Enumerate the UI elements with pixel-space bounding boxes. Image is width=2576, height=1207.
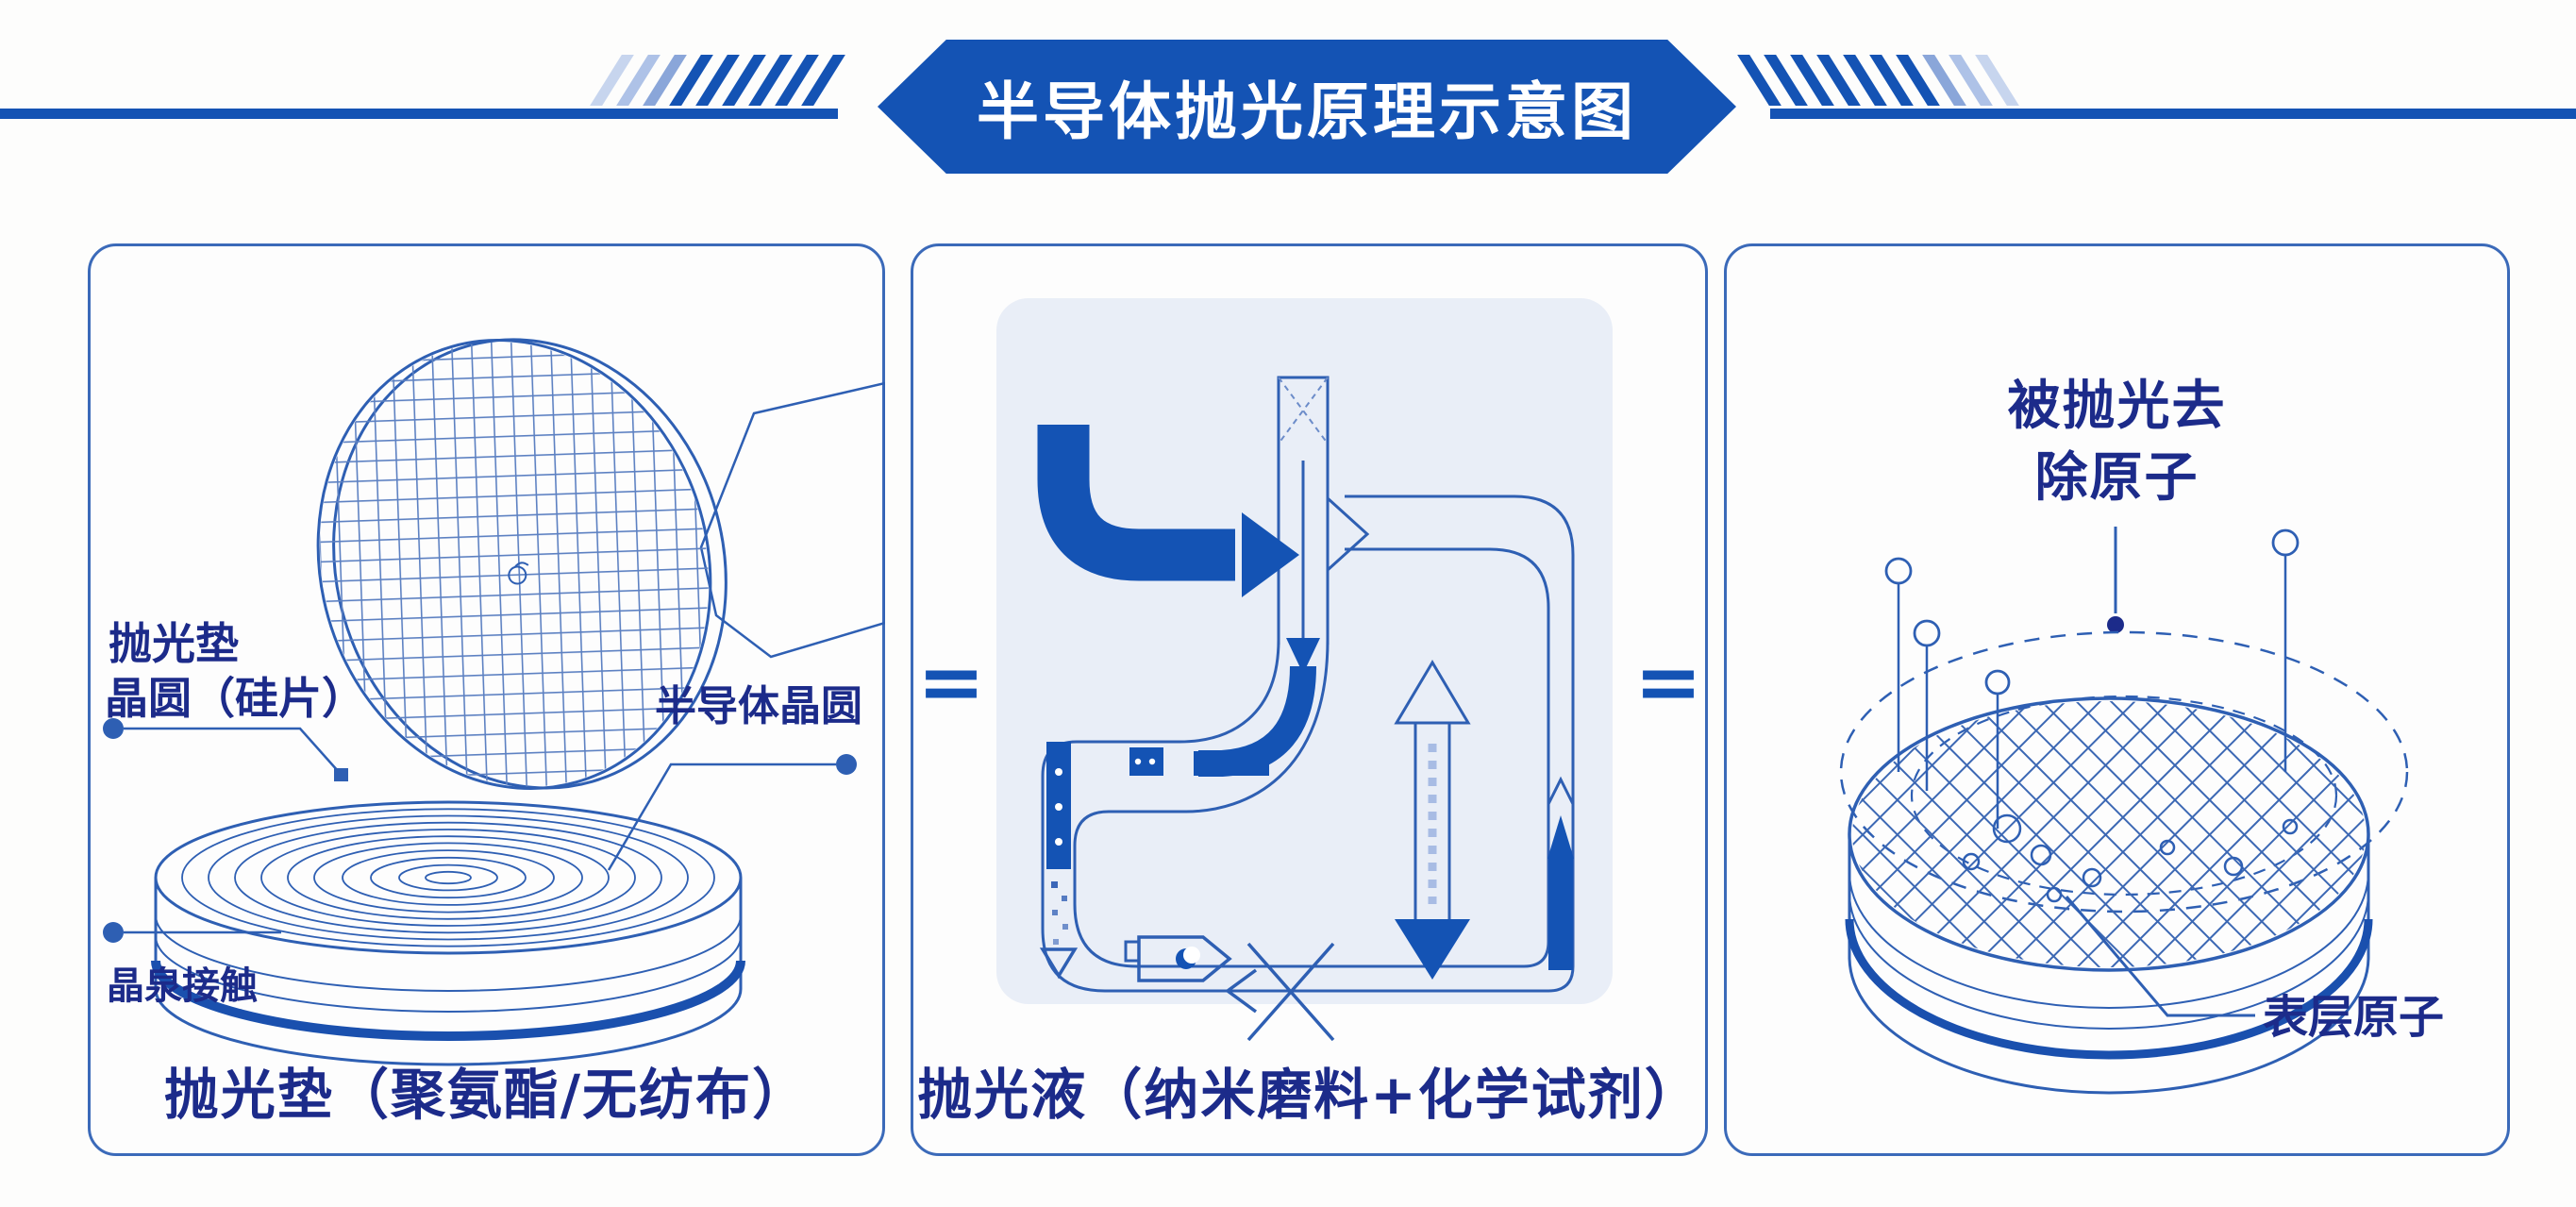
semi-wafer-label: 半导体晶圆 [655,682,862,730]
dashed-shell-outer [1839,630,2409,914]
polishing-pad-illustration: 抛光垫 晶圆（硅片） 半导体晶圆 晶泉接触 [103,338,885,1066]
panel-slurry: 抛光液（纳米磨料+化学试剂） [911,243,1708,1156]
dispenser-icon [1547,776,1575,970]
decor-slashes-left [590,55,845,106]
removed-atoms-line1: 被抛光去 [2007,376,2227,437]
header-rule-left [0,109,838,119]
valve-icon [1225,942,1335,1042]
leader-wafer [103,718,348,781]
pad-label: 抛光垫 [109,618,239,669]
atoms-illustration: 表层原子 [1839,527,2444,1095]
surface-atoms-label: 表层原子 [2263,991,2444,1044]
panel-polishing-pad: 抛光垫 晶圆（硅片） 半导体晶圆 晶泉接触 抛光垫（聚氨酯/无纺布） [88,243,885,1156]
wafer-disk-illustration [316,338,728,791]
contact-label: 晶泉接触 [107,964,258,1008]
removed-atoms-line2: 除原子 [2034,447,2200,509]
updown-arrow-icon [1394,660,1471,980]
slurry-caption: 抛光液（纳米磨料+化学试剂） [917,1063,1701,1127]
removed-atoms-label: 被抛光去 除原子 [1727,371,2507,514]
pad-caption: 抛光垫（聚氨酯/无纺布） [163,1063,810,1127]
leader-contact [103,922,281,943]
page-title: 半导体抛光原理示意图 [977,75,1637,148]
pad-cylinder-illustration [151,800,745,1066]
wafer-label: 晶圆（硅片） [105,673,365,724]
header-rule-right [1770,109,2576,119]
leader-surface-atoms [2065,896,2255,1017]
title-banner: 半导体抛光原理示意图 [878,40,1736,174]
abrasive-particle-icon [1124,935,1232,982]
wafer-stack-illustration [1845,696,2373,1095]
flow-diagram [1037,376,1575,1042]
removed-atoms [1884,528,2300,829]
leader-removed-atoms [2107,527,2124,633]
panel-atoms: 表层原子 被抛光去 除原子 [1724,243,2510,1156]
leader-semi-wafer [607,754,857,871]
slurry-flow-illustration [996,298,1613,1042]
equals-sign: = [917,635,986,729]
decor-slashes-right [1737,55,2019,106]
carrier-arm-illustration [699,381,885,659]
equals-sign: = [1634,635,1703,729]
